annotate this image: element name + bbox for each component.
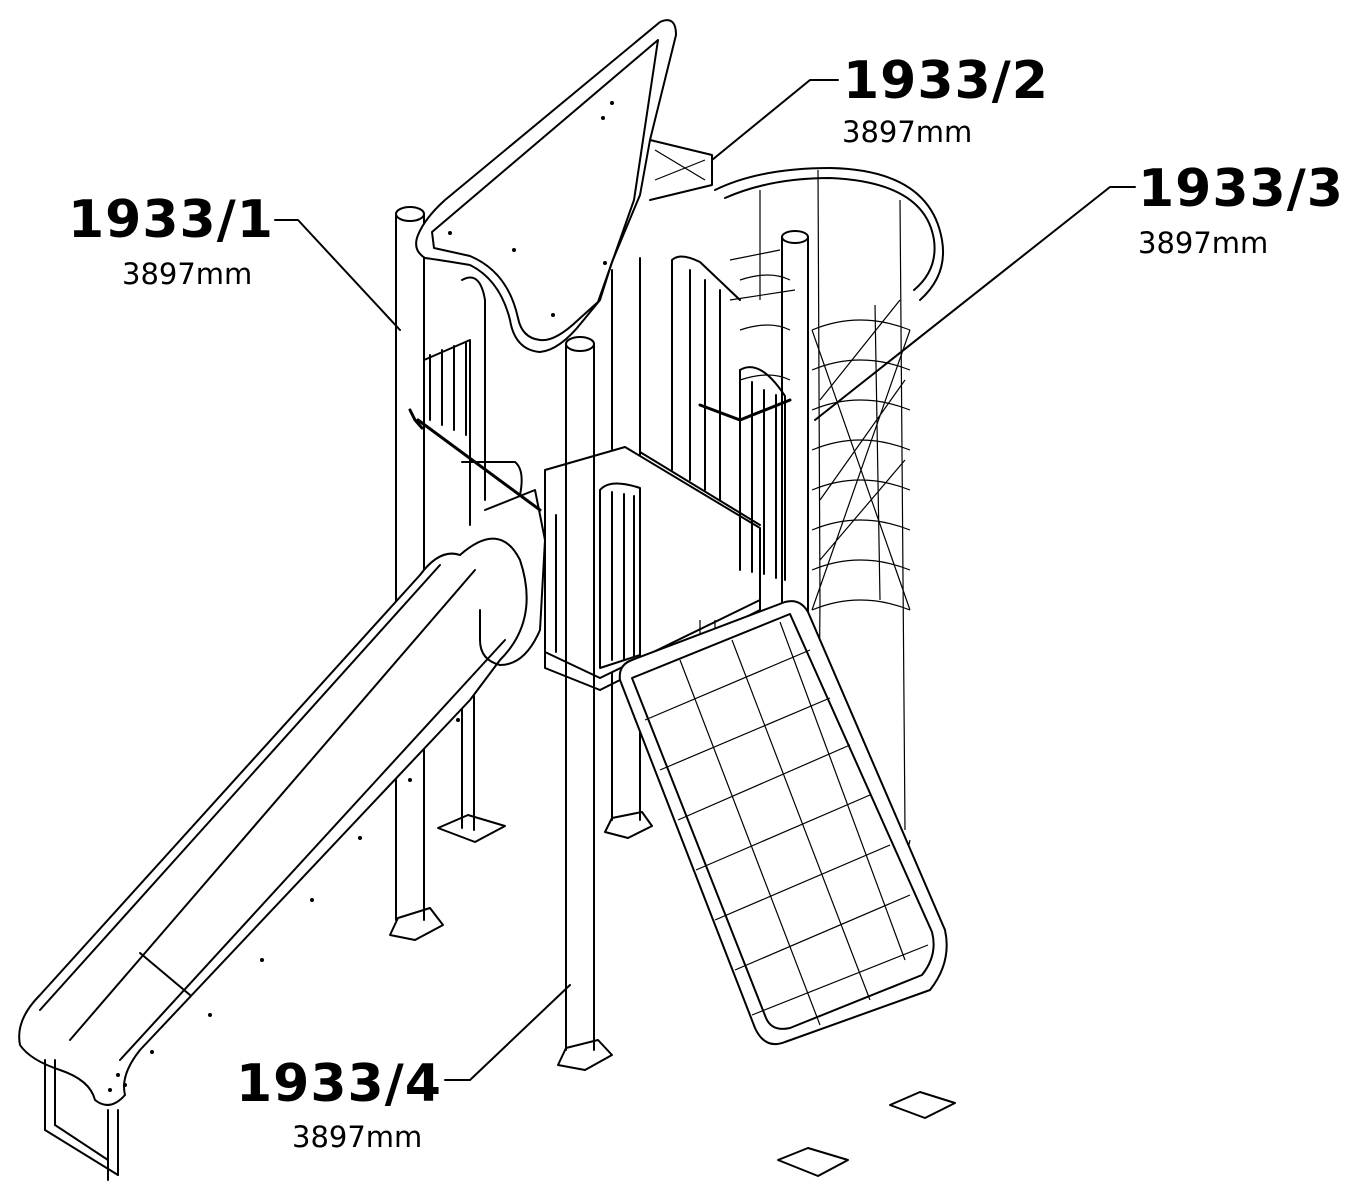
post-1933-1 — [389, 206, 444, 941]
callout-length-1933-2: 3897mm — [842, 115, 973, 149]
callout-length-1933-3: 3897mm — [1138, 226, 1269, 260]
rear-panel — [639, 255, 786, 581]
roof-frame — [649, 139, 713, 201]
leader-1933-3 — [814, 186, 1136, 421]
deck-platform — [544, 446, 761, 691]
post-1933-4 — [557, 336, 613, 1071]
callout-length-1933-1: 3897mm — [122, 257, 253, 291]
callout-code-1933-4: 1933/4 — [236, 1054, 442, 1114]
base-plates — [437, 814, 956, 1177]
callout-length-1933-4: 3897mm — [292, 1120, 423, 1154]
handrails — [408, 398, 792, 512]
leader-1933-4 — [444, 984, 571, 1081]
callout-code-1933-2: 1933/2 — [843, 51, 1049, 111]
platform-legs — [461, 683, 475, 831]
callout-code-1933-3: 1933/3 — [1138, 159, 1344, 219]
leader-1933-2 — [711, 79, 839, 161]
roof-panel — [415, 19, 677, 353]
leader-1933-1 — [274, 219, 401, 331]
slide — [18, 489, 546, 1181]
callout-code-1933-1: 1933/1 — [68, 190, 274, 250]
climbing-net-ladder — [618, 600, 948, 1046]
climbing-net-tower — [699, 167, 944, 888]
leader-lines — [274, 79, 1136, 1081]
front-panel — [544, 482, 641, 669]
left-panel — [423, 276, 523, 526]
